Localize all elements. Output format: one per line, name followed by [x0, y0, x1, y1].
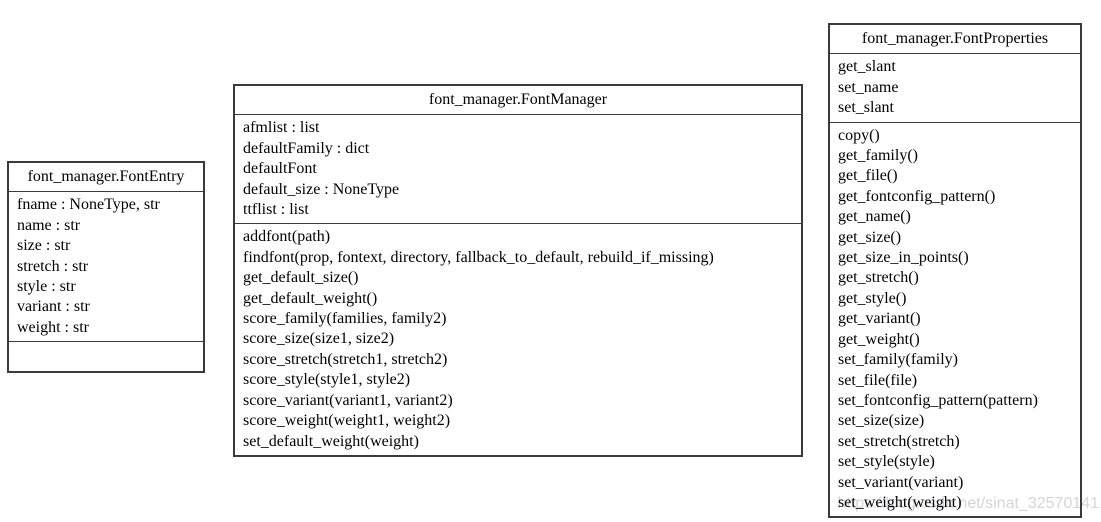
attribute-row: variant : str: [17, 298, 90, 316]
method-row: set_default_weight(weight): [243, 432, 419, 450]
method-row: score_variant(variant1, variant2): [243, 391, 453, 409]
attribute-row: defaultFont: [243, 160, 317, 178]
method-row: score_stretch(stretch1, stretch2): [243, 350, 448, 368]
class-box-fontmanager: font_manager.FontManager afmlist : list d…: [233, 84, 803, 457]
attributes-compartment: get_slant set_name set_slant: [830, 53, 1080, 121]
method-row: addfont(path): [243, 228, 331, 246]
method-row: copy(): [838, 126, 880, 144]
method-row: get_variant(): [838, 310, 921, 328]
method-row: get_family(): [838, 147, 918, 165]
method-row: set_weight(weight): [838, 493, 962, 511]
attribute-row: name : str: [17, 216, 81, 234]
method-row: set_file(file): [838, 371, 918, 389]
method-row: score_size(size1, size2): [243, 330, 395, 348]
method-row: get_fontconfig_pattern(): [838, 187, 996, 205]
method-row: score_style(style1, style2): [243, 371, 411, 389]
attribute-row: style : str: [17, 278, 76, 296]
method-row: get_style(): [838, 289, 907, 307]
class-box-fontentry: font_manager.FontEntry fname : NoneType,…: [7, 161, 205, 374]
method-row: get_name(): [838, 208, 911, 226]
class-title: font_manager.FontProperties: [861, 30, 1049, 47]
attribute-row: set_slant: [838, 99, 894, 117]
attribute-row: size : str: [17, 237, 71, 255]
csdn-watermark: https://blog.csdn.net/sinat_32570141: [837, 495, 1099, 512]
class-title: font_manager.FontEntry: [27, 168, 185, 185]
attributes-compartment: fname : NoneType, str name : str size : st…: [9, 191, 203, 341]
attribute-row: afmlist : list: [243, 119, 320, 137]
method-row: get_default_size(): [243, 269, 359, 287]
methods-compartment: copy() get_family() get_file() get_fontconf…: [830, 121, 1080, 517]
class-title: font_manager.FontManager: [428, 91, 608, 108]
attribute-row: fname : NoneType, str: [17, 196, 160, 214]
method-row: get_weight(): [838, 330, 920, 348]
method-row: get_stretch(): [838, 269, 919, 287]
attribute-row: get_slant: [838, 58, 896, 76]
attribute-row: weight : str: [17, 318, 89, 336]
methods-compartment: [9, 341, 203, 371]
method-row: set_fontconfig_pattern(pattern): [838, 391, 1038, 409]
method-row: score_weight(weight1, weight2): [243, 412, 451, 430]
method-row: set_stretch(stretch): [838, 432, 960, 450]
attributes-compartment: afmlist : list defaultFamily : dict defaul…: [235, 114, 801, 223]
attribute-row: stretch : str: [17, 257, 89, 275]
method-row: set_variant(variant): [838, 473, 964, 491]
method-row: get_default_weight(): [243, 289, 378, 307]
method-row: get_size_in_points(): [838, 249, 969, 267]
method-row: set_family(family): [838, 351, 958, 369]
method-row: score_family(families, family2): [243, 310, 447, 328]
attribute-row: set_name: [838, 78, 899, 96]
attribute-row: ttflist : list: [243, 201, 309, 219]
method-row: get_file(): [838, 167, 898, 185]
attribute-row: defaultFamily : dict: [243, 139, 370, 157]
method-row: findfont(prop, fontext, directory, fallb…: [243, 248, 714, 266]
methods-compartment: addfont(path) findfont(prop, fontext, dir…: [235, 223, 801, 454]
method-row: get_size(): [838, 228, 902, 246]
attribute-row: default_size : NoneType: [243, 180, 400, 198]
method-row: set_style(style): [838, 453, 935, 471]
method-row: set_size(size): [838, 412, 925, 430]
